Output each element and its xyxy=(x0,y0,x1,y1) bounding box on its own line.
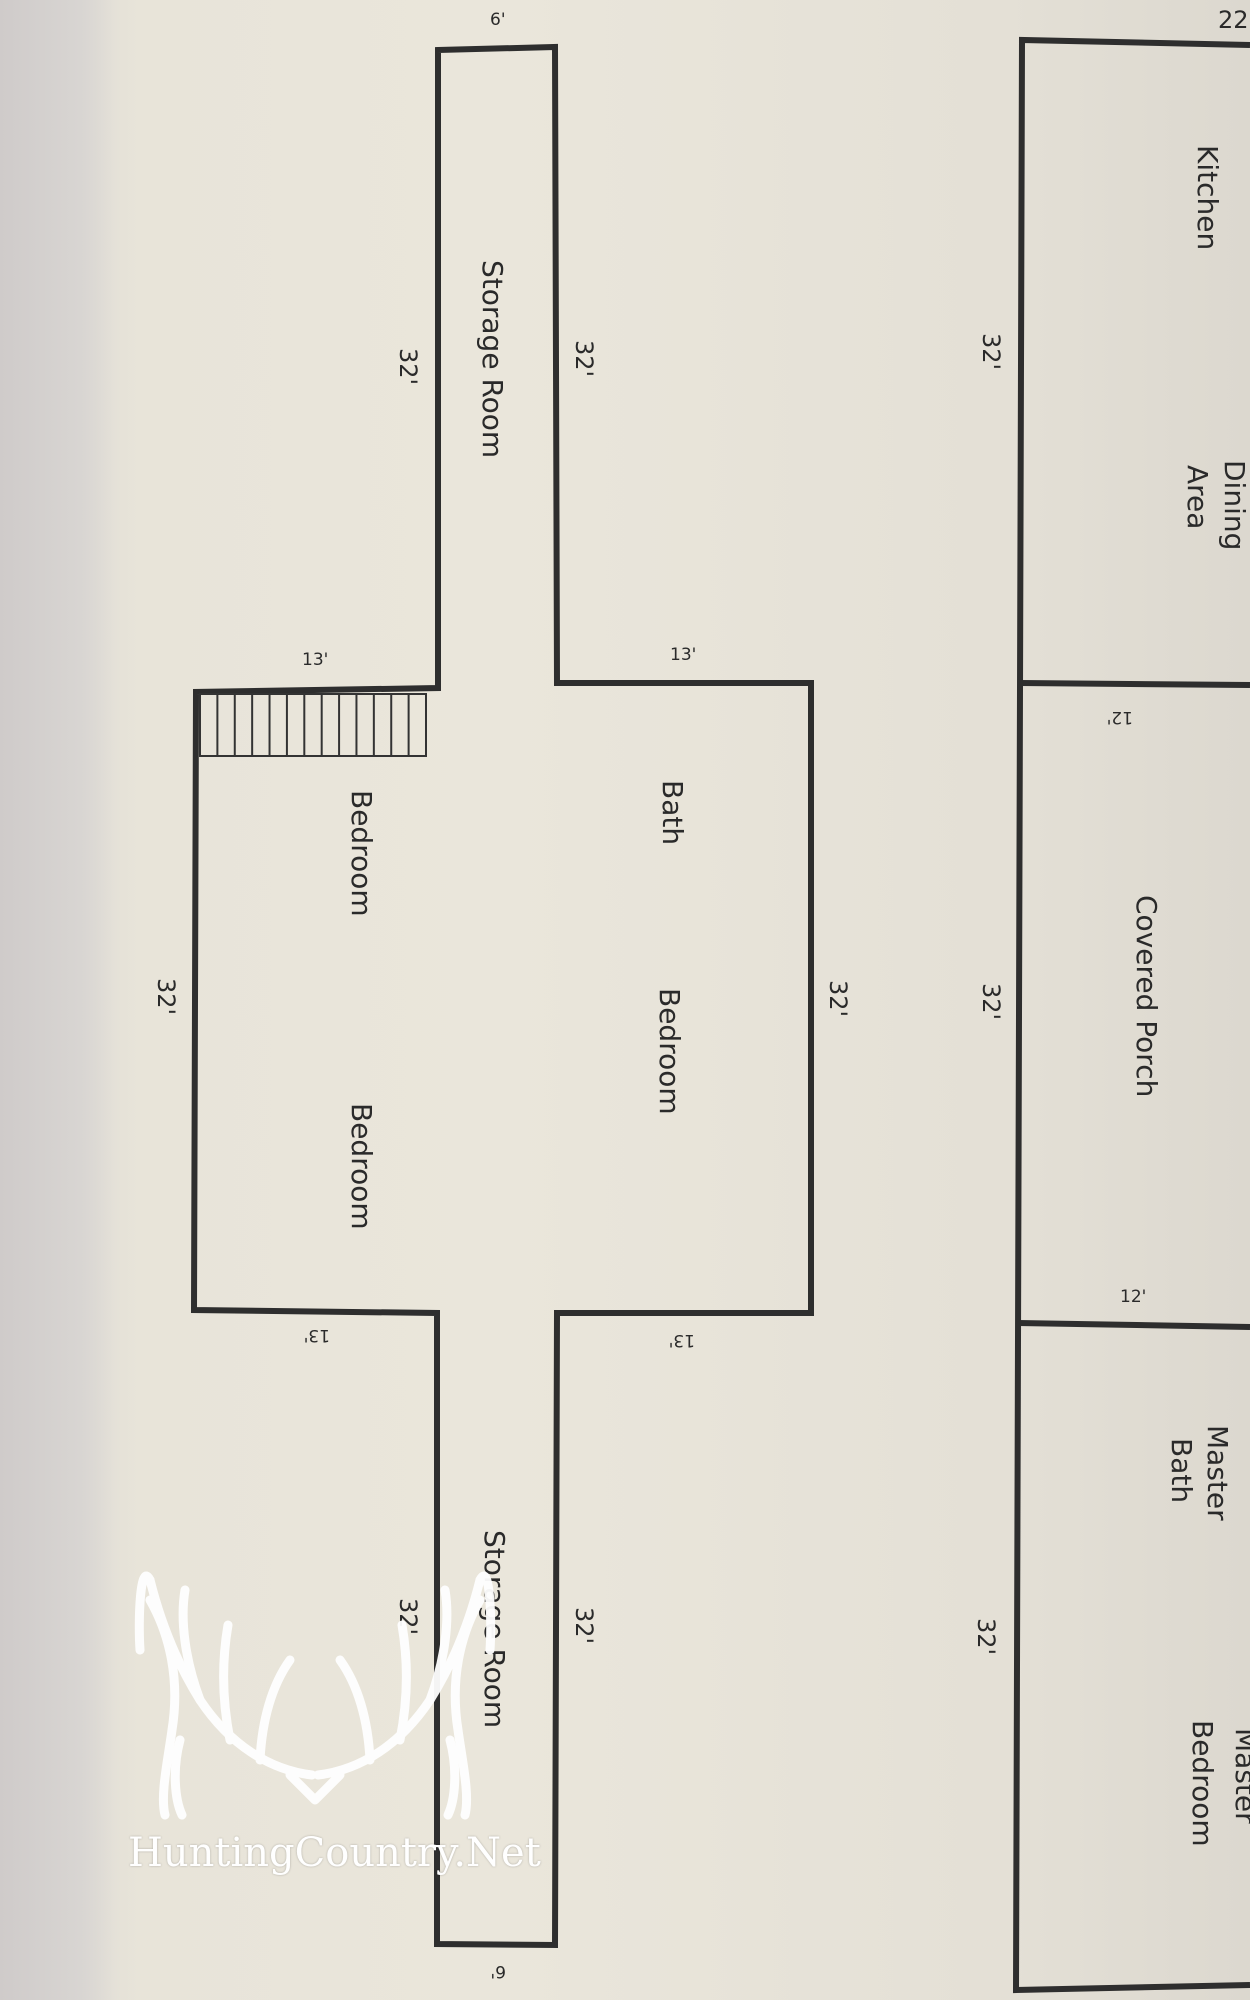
dim-porch-top: 12' xyxy=(1107,707,1133,727)
room-label-covered-porch: Covered Porch xyxy=(1130,895,1163,1097)
dim-storage-bottom-end: 6' xyxy=(491,1961,507,1981)
dim-porch-wall: 32' xyxy=(977,983,1005,1020)
room-label-master-bedroom-line1: Master xyxy=(1229,1728,1250,1824)
corner-label: 22 xyxy=(1218,6,1249,34)
deer-antlers-icon xyxy=(134,1571,496,1820)
dim-storage-top-end: 6' xyxy=(490,10,506,30)
room-label-master-bath-line1: Master xyxy=(1201,1425,1234,1521)
dim-notch-top-right: 13' xyxy=(670,645,696,665)
dim-storage-bottom-right: 32' xyxy=(570,1607,598,1644)
room-label-master-bedroom-line2: Bedroom xyxy=(1186,1720,1219,1847)
dim-master-wall: 32' xyxy=(972,1618,1000,1655)
room-label-dining-line1: Dining xyxy=(1218,460,1250,550)
dim-storage-top-left: 32' xyxy=(394,348,422,385)
room-label-bath: Bath xyxy=(656,780,689,845)
watermark-text: HuntingCountry.Net xyxy=(128,1830,541,1876)
dim-kitchen-wall: 32' xyxy=(977,333,1005,370)
dim-notch-top-left: 13' xyxy=(302,650,328,670)
porch-top-wall xyxy=(1019,680,1250,688)
dim-notch-bottom-left: 13' xyxy=(304,1325,330,1345)
room-label-master-bath-line2: Bath xyxy=(1165,1438,1198,1503)
room-label-bedroom-left-bottom: Bedroom xyxy=(345,1103,378,1230)
porch-bottom-wall xyxy=(1017,1320,1250,1330)
dim-notch-bottom-right: 13' xyxy=(669,1330,695,1350)
room-label-storage-top: Storage Room xyxy=(476,260,509,458)
staircase xyxy=(199,693,427,757)
stair-treads xyxy=(216,694,410,756)
page-shadow-edge xyxy=(0,0,115,2000)
upper-floor-plan: Storage Room Storage Room Bath Bedroom B… xyxy=(152,10,852,1981)
room-label-bedroom-left-top: Bedroom xyxy=(345,790,378,917)
dim-main-left: 32' xyxy=(152,978,180,1015)
dim-storage-top-right: 32' xyxy=(570,340,598,377)
upper-floor-outline xyxy=(190,43,814,1949)
room-label-bedroom-center: Bedroom xyxy=(653,988,686,1115)
main-floor-outline xyxy=(1012,36,1250,1994)
room-label-kitchen: Kitchen xyxy=(1191,145,1224,250)
staircase-outline xyxy=(199,693,427,757)
dim-porch-bottom: 12' xyxy=(1120,1287,1146,1307)
dim-main-right: 32' xyxy=(824,980,852,1017)
main-floor-plan: 22 Kitchen Dining Area Covered Porch Mas… xyxy=(972,6,1250,1994)
room-label-dining-line2: Area xyxy=(1181,465,1214,529)
